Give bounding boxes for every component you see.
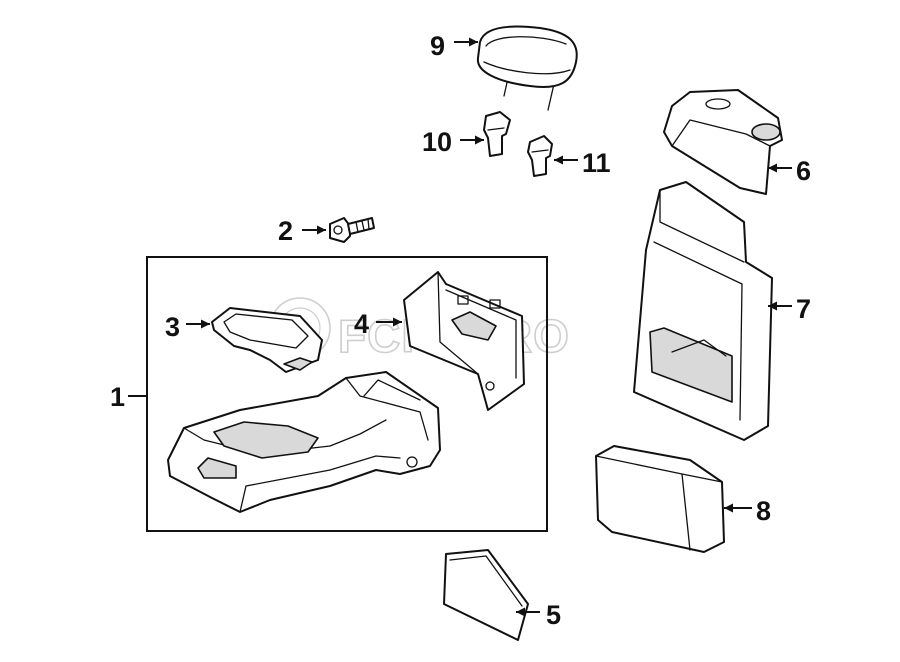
callout-4: 4	[354, 309, 369, 339]
part-9-headrest[interactable]	[476, 25, 578, 111]
callout-arrows	[128, 37, 792, 617]
arrow-head-7	[768, 301, 777, 311]
arrow-head-8	[724, 503, 733, 513]
part-2-bolt[interactable]	[329, 217, 375, 243]
callout-2: 2	[278, 216, 293, 246]
callout-8: 8	[756, 496, 771, 526]
callout-6: 6	[796, 156, 811, 186]
arrow-head-2	[317, 225, 326, 235]
part-3-insert[interactable]	[211, 307, 323, 373]
callout-7: 7	[796, 294, 811, 324]
arrow-head-6	[768, 163, 777, 173]
callout-11: 11	[582, 148, 611, 178]
callout-3: 3	[165, 312, 180, 342]
callout-10: 10	[422, 127, 452, 157]
arrow-head-4	[393, 317, 402, 327]
callout-1: 1	[110, 382, 125, 412]
arrow-head-5	[516, 607, 525, 617]
assembly-box	[146, 256, 548, 532]
callout-9: 9	[430, 31, 445, 61]
part-5-panel[interactable]	[443, 549, 529, 641]
part-7-frame[interactable]	[633, 181, 773, 441]
part-10-guide[interactable]	[483, 111, 511, 157]
part-4-bracket[interactable]	[403, 271, 525, 411]
part-11-guide[interactable]	[527, 135, 553, 177]
part-6-cap[interactable]	[663, 89, 783, 195]
arrow-head-3	[201, 319, 210, 329]
part-8-cushion[interactable]	[595, 445, 725, 553]
part-1-console-base[interactable]	[167, 371, 441, 513]
arrow-head-11	[554, 155, 563, 165]
arrow-head-9	[469, 37, 478, 47]
callout-5: 5	[546, 600, 561, 630]
arrow-head-10	[475, 135, 484, 145]
